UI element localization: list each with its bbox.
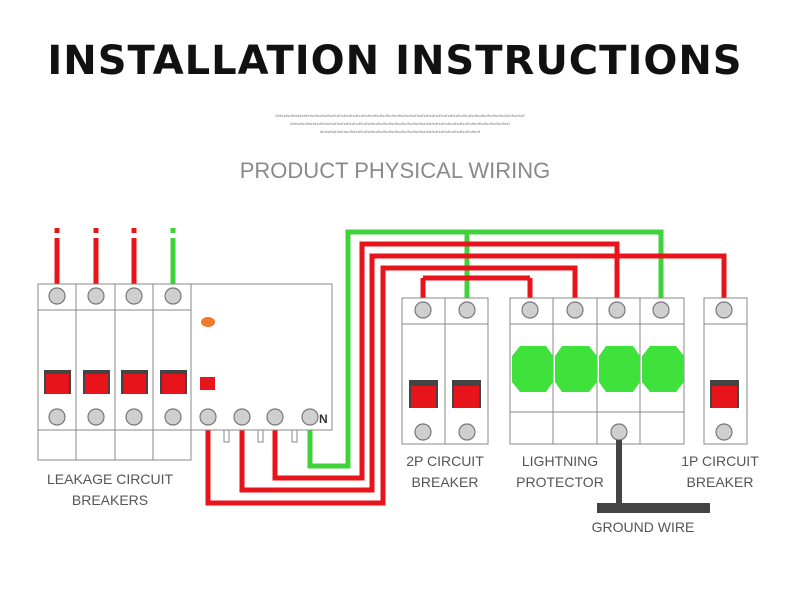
leakage-breaker-toggles bbox=[44, 370, 187, 394]
live-wires bbox=[205, 241, 727, 506]
ground-wire bbox=[597, 440, 710, 513]
breaker-1p-label-line-2: BREAKER bbox=[686, 474, 754, 490]
leakage-module-tabs bbox=[223, 429, 298, 443]
lightning-label-line-2: PROTECTOR bbox=[516, 474, 604, 490]
leakage-label-line-2: BREAKERS bbox=[71, 492, 149, 508]
leakage-breaker-terminals bbox=[48, 287, 319, 426]
breaker-2p bbox=[401, 297, 489, 445]
breaker-2p-label: 2P CIRCUIT BREAKER bbox=[393, 451, 497, 493]
lightning-protector-windows bbox=[512, 346, 684, 392]
fine-print-line-3: dfdsafsdfdsfdsdfsfsdfsdfsdfsdfsdfsdfsdfs… bbox=[319, 129, 481, 134]
lightning-label-line-1: LIGHTNING bbox=[521, 453, 599, 469]
page-title: INSTALLATION INSTRUCTIONS bbox=[47, 38, 743, 84]
lightning-protector-label: LIGHTNING PROTECTOR bbox=[503, 451, 617, 493]
breaker-2p-toggles bbox=[409, 380, 481, 408]
leakage-module-controls bbox=[200, 317, 215, 390]
breaker-1p-terminals bbox=[715, 301, 733, 441]
fine-print-line-1: dfdsafsdfdsfdsdfsfsdfsdfsdfsdfsdfsdfsdfs… bbox=[275, 113, 525, 118]
breaker-1p-toggle bbox=[710, 380, 739, 408]
fine-print-line-2: dfdsafsdfdsfdsdfsfsdfsdfsdfsdfsdfsdfsdfs… bbox=[290, 121, 510, 126]
breaker-1p-label-line-1: 1P CIRCUIT bbox=[681, 453, 759, 469]
breaker-2p-label-line-2: BREAKER bbox=[411, 474, 479, 490]
input-wires bbox=[54, 228, 176, 286]
breaker-2p-terminals bbox=[414, 301, 476, 441]
leakage-label-line-1: LEAKAGE CIRCUIT bbox=[46, 471, 174, 487]
lightning-protector-terminals bbox=[521, 301, 670, 441]
leakage-breaker-label: LEAKAGE CIRCUIT BREAKERS bbox=[30, 469, 190, 511]
neutral-mark: N bbox=[319, 412, 328, 426]
breaker-1p-label: 1P CIRCUIT BREAKER bbox=[670, 451, 770, 493]
section-subtitle: PRODUCT PHYSICAL WIRING bbox=[239, 158, 551, 183]
ground-wire-label: GROUND WIRE bbox=[591, 519, 695, 535]
breaker-1p bbox=[703, 297, 748, 445]
breaker-2p-label-line-1: 2P CIRCUIT bbox=[406, 453, 484, 469]
